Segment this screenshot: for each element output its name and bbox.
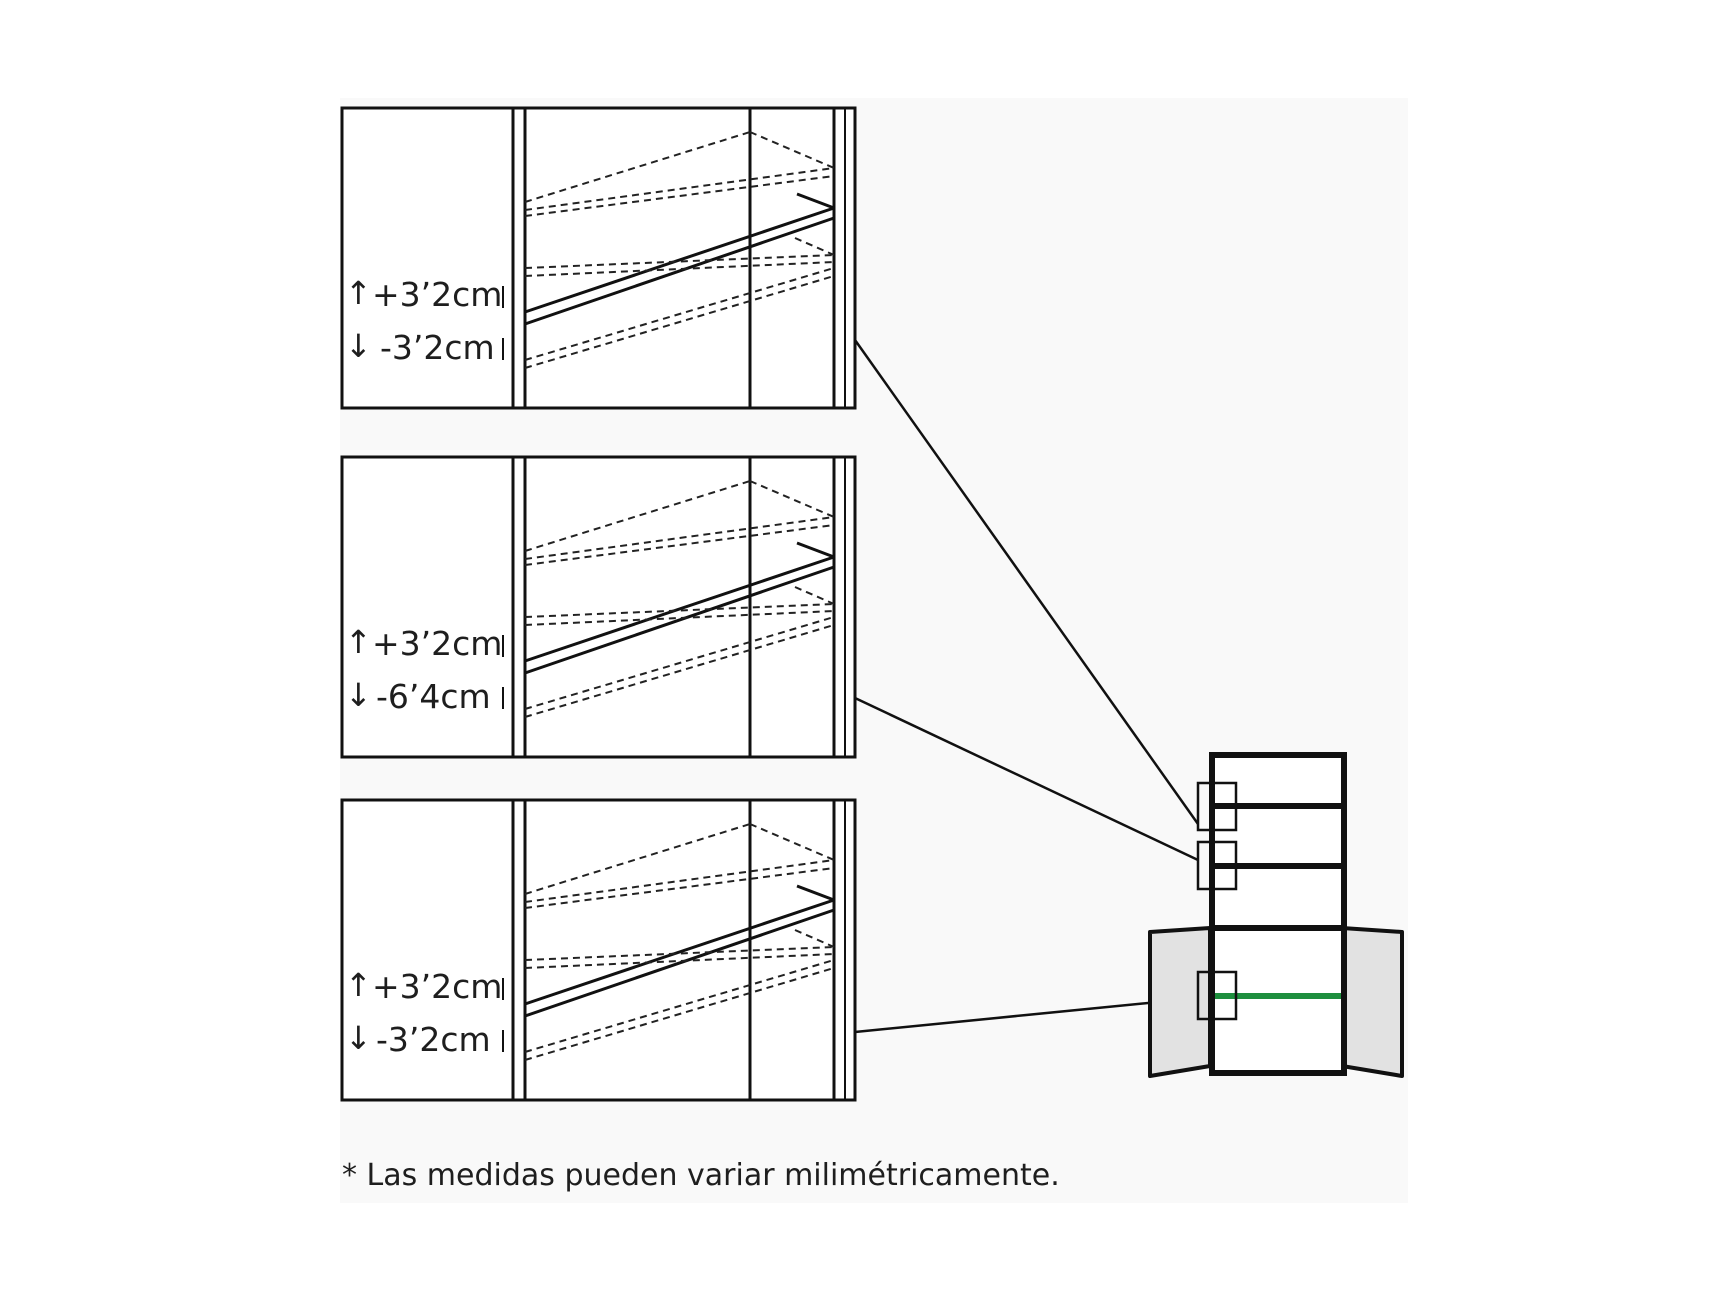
arrow-up-icon: ↑ xyxy=(345,623,372,661)
dashed-shelf-upper xyxy=(524,480,835,566)
detail-panel-2: ↑ +3’2cm ↓ -6’4cm xyxy=(340,455,857,759)
adjust-up-label: +3’2cm xyxy=(372,275,502,314)
dashed-shelf-lower xyxy=(524,237,835,369)
arrow-down-icon: ↓ xyxy=(345,676,372,714)
leader-line-3 xyxy=(854,996,1199,1034)
callout-box-1 xyxy=(1196,781,1238,832)
adjust-up-label: +3’2cm xyxy=(372,967,502,1006)
adjust-down-label: -3’2cm xyxy=(376,1020,491,1059)
callout-box-2 xyxy=(1196,840,1238,891)
cabinet-door-left xyxy=(1148,926,1212,1078)
leader-line-2 xyxy=(854,696,1199,862)
dashed-shelf-upper xyxy=(524,131,835,217)
arrow-up-icon: ↑ xyxy=(345,966,372,1004)
adjust-down-label: -3’2cm xyxy=(380,328,495,367)
cabinet-body xyxy=(1209,752,1347,1076)
arrow-down-icon: ↓ xyxy=(345,327,372,365)
side-panel-left xyxy=(511,798,527,1102)
dashed-shelf-upper xyxy=(524,823,835,909)
arrow-down-icon: ↓ xyxy=(345,1019,372,1057)
side-panel-left xyxy=(511,106,527,410)
dashed-shelf-lower xyxy=(524,929,835,1061)
side-panel-left xyxy=(511,455,527,759)
cabinet-overview xyxy=(1148,752,1404,1078)
footnote: * Las medidas pueden variar milimétricam… xyxy=(342,1158,1060,1193)
arrow-up-icon: ↑ xyxy=(345,274,372,312)
shelf-current-position xyxy=(524,884,835,1018)
adjust-down-label: -6’4cm xyxy=(376,677,491,716)
callout-box-3 xyxy=(1196,970,1238,1021)
shelf-current-position xyxy=(524,541,835,675)
cabinet-door-right xyxy=(1340,926,1404,1078)
leader-line-1 xyxy=(853,339,1200,825)
dashed-shelf-lower xyxy=(524,586,835,718)
detail-panel-1: ↑ +3’2cm ↓ -3’2cm xyxy=(340,106,857,410)
shelf-current-position xyxy=(524,192,835,326)
detail-panel-3: ↑ +3’2cm ↓ -3’2cm xyxy=(340,798,857,1102)
adjust-up-label: +3’2cm xyxy=(372,624,502,663)
